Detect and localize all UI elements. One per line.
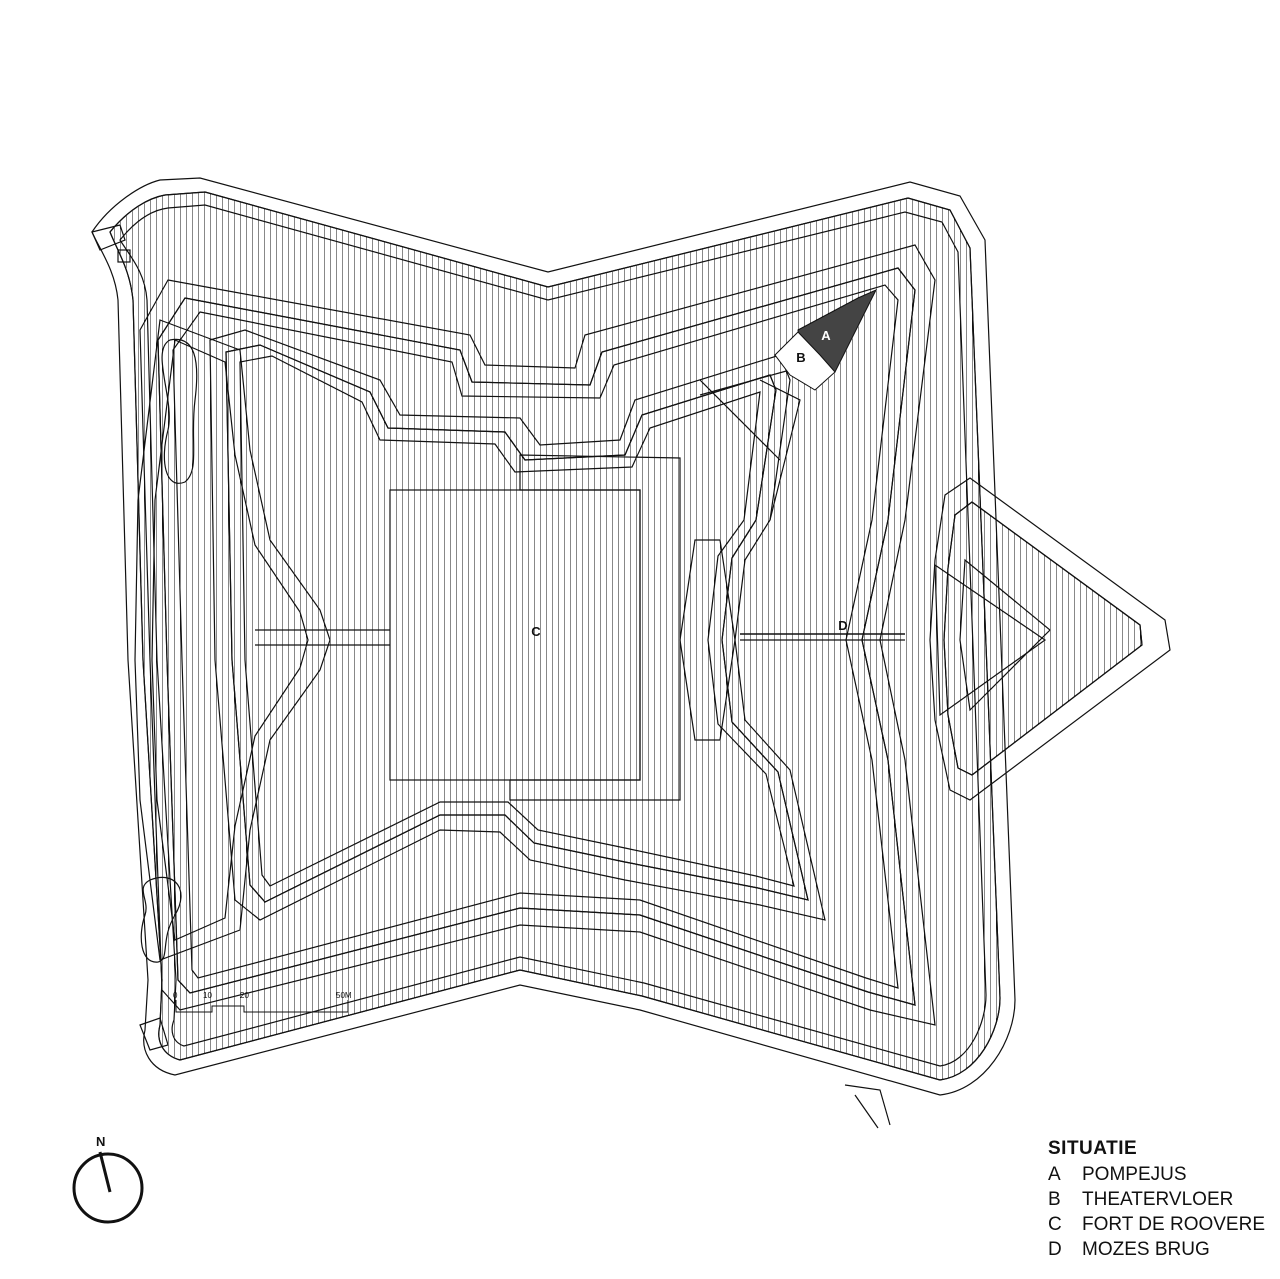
label-c: C <box>531 624 541 639</box>
legend-key: D <box>1048 1239 1062 1260</box>
north-arrow: N <box>72 1134 144 1224</box>
island-north <box>161 338 198 484</box>
outer-glacis <box>91 177 1016 1096</box>
legend-label: MOZES BRUG <box>1082 1239 1210 1260</box>
scale-line <box>175 1000 349 1013</box>
legend-key: C <box>1048 1214 1062 1235</box>
west-ravelin <box>134 319 331 961</box>
legend-key: A <box>1048 1164 1061 1185</box>
legend-label: POMPEJUS <box>1082 1164 1187 1185</box>
east-ravelin <box>929 477 1171 801</box>
scale-tick-0: 0 <box>173 991 178 1000</box>
legend-title: SITUATIE <box>1048 1138 1138 1159</box>
legend-key: B <box>1048 1189 1061 1210</box>
theatervloer-block <box>774 331 836 391</box>
island-south <box>140 876 182 963</box>
scale-tick-10: 10 <box>203 991 212 1000</box>
label-d: D <box>838 618 847 633</box>
label-a: A <box>821 328 831 343</box>
legend-item-d: D MOZES BRUG <box>1048 1237 1268 1262</box>
scale-tick-50: 50M <box>336 991 352 1000</box>
inner-works <box>209 329 826 921</box>
legend-label: FORT DE ROOVERE <box>1082 1214 1265 1235</box>
scale-tick-20: 20 <box>240 991 249 1000</box>
north-needle <box>98 1151 112 1193</box>
label-b: B <box>796 350 805 365</box>
scale-bar: 0 10 20 50M <box>173 991 352 1013</box>
north-circle <box>72 1152 144 1224</box>
main-rampart <box>139 244 936 1026</box>
legend: SITUATIE A POMPEJUS B THEATERVLOER C FORT D… <box>1048 1138 1268 1262</box>
legend-item-b: B THEATERVLOER <box>1048 1187 1268 1212</box>
north-label: N <box>96 1134 105 1149</box>
legend-item-c: C FORT DE ROOVERE <box>1048 1212 1268 1237</box>
legend-item-a: A POMPEJUS <box>1048 1162 1268 1187</box>
legend-label: THEATERVLOER <box>1082 1189 1234 1210</box>
